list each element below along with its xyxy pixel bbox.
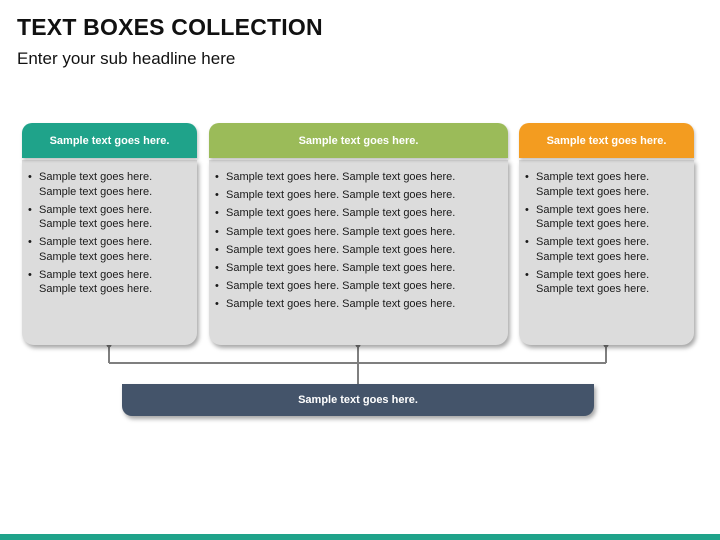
list-item: Sample text goes here. Sample text goes … [27, 170, 187, 199]
list-item: Sample text goes here. Sample text goes … [214, 297, 504, 312]
list-item: Sample text goes here. Sample text goes … [27, 235, 187, 264]
right-text-box-list: Sample text goes here. Sample text goes … [524, 170, 684, 300]
right-text-box-header: Sample text goes here. [519, 123, 694, 158]
list-item: Sample text goes here. Sample text goes … [524, 170, 684, 199]
list-item: Sample text goes here. Sample text goes … [524, 268, 684, 297]
list-item: Sample text goes here. Sample text goes … [214, 243, 504, 258]
list-item: Sample text goes here. Sample text goes … [27, 203, 187, 232]
list-item: Sample text goes here. Sample text goes … [214, 206, 504, 221]
footer-accent-line [0, 534, 720, 540]
page-subtitle: Enter your sub headline here [17, 49, 236, 68]
center-text-box-header: Sample text goes here. [209, 123, 508, 158]
left-text-box-list: Sample text goes here. Sample text goes … [27, 170, 187, 300]
list-item: Sample text goes here. Sample text goes … [214, 170, 504, 185]
list-item: Sample text goes here. Sample text goes … [27, 268, 187, 297]
left-text-box-header: Sample text goes here. [22, 123, 197, 158]
bottom-summary-bar: Sample text goes here. [122, 384, 594, 416]
list-item: Sample text goes here. Sample text goes … [214, 279, 504, 294]
list-item: Sample text goes here. Sample text goes … [524, 235, 684, 264]
center-text-box-list: Sample text goes here. Sample text goes … [214, 170, 504, 316]
list-item: Sample text goes here. Sample text goes … [214, 225, 504, 240]
list-item: Sample text goes here. Sample text goes … [214, 261, 504, 276]
page-title: TEXT BOXES COLLECTION [17, 14, 323, 40]
list-item: Sample text goes here. Sample text goes … [214, 188, 504, 203]
list-item: Sample text goes here. Sample text goes … [524, 203, 684, 232]
